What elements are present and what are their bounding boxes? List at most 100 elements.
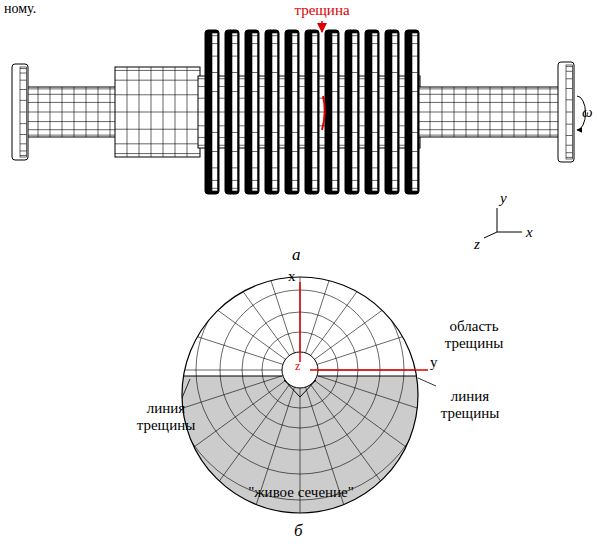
mesh-line <box>38 87 39 137</box>
mesh-line <box>312 72 318 73</box>
crack-pointer <box>321 21 323 32</box>
mesh-line <box>50 87 51 137</box>
disc-face <box>392 33 398 191</box>
crack-line <box>183 375 282 376</box>
disc-face <box>292 33 298 191</box>
mesh-line <box>212 180 218 181</box>
mesh-line <box>312 43 318 44</box>
mesh-line <box>26 121 118 122</box>
axis-triad <box>484 208 522 238</box>
mesh-line <box>252 112 258 113</box>
mesh-line <box>272 167 278 168</box>
subfigure-label: а <box>292 246 301 265</box>
mesh-line <box>212 43 218 44</box>
mesh-line <box>98 87 99 137</box>
mesh-line <box>252 35 258 36</box>
disc <box>325 30 339 194</box>
mesh-line <box>20 68 26 69</box>
mesh-line <box>550 87 551 137</box>
mesh-line <box>312 132 318 133</box>
mesh-line <box>412 151 418 152</box>
mesh-line <box>232 151 238 152</box>
mesh-line <box>20 150 26 151</box>
mesh-line <box>163 67 164 157</box>
mesh-line <box>566 99 572 100</box>
mesh-line <box>272 72 278 73</box>
mesh-line <box>312 91 318 92</box>
mesh-line <box>566 124 572 125</box>
mesh-line <box>392 91 398 92</box>
mesh-line <box>212 188 218 189</box>
mesh-line <box>292 72 298 73</box>
disc <box>285 30 299 194</box>
disc <box>305 30 319 194</box>
disc-face <box>20 67 26 157</box>
mesh-line <box>352 151 358 152</box>
mesh-line <box>212 91 218 92</box>
mesh-line <box>332 56 338 57</box>
mesh-line <box>20 112 26 113</box>
mesh-line <box>212 132 218 133</box>
mesh-line <box>272 43 278 44</box>
rotor-mesh <box>12 21 586 194</box>
disc-face <box>312 33 318 191</box>
shaft-segment <box>26 87 118 137</box>
mesh-line <box>312 112 318 113</box>
mesh-line <box>232 188 238 189</box>
mesh-line <box>62 87 63 137</box>
mesh-line <box>352 91 358 92</box>
mesh-line <box>74 87 75 137</box>
axis-line <box>310 369 428 371</box>
disc-face <box>412 33 418 191</box>
mesh-line <box>566 88 572 89</box>
mesh-line <box>292 188 298 189</box>
shaft-segment <box>115 67 200 157</box>
mesh-line <box>127 67 128 157</box>
mesh-line <box>187 67 188 157</box>
mesh-line <box>292 112 298 113</box>
mesh-line <box>20 123 26 124</box>
mesh-line <box>412 43 418 44</box>
mesh-line <box>232 91 238 92</box>
rotation-label: ω <box>582 104 593 121</box>
mesh-line <box>372 72 378 73</box>
crack-line-label: линия трещины <box>128 400 204 433</box>
disc-body <box>225 30 239 194</box>
mesh-line <box>352 167 358 168</box>
mesh-line <box>232 132 238 133</box>
mesh-line <box>312 56 318 57</box>
mesh-line <box>566 78 572 79</box>
disc-face <box>566 65 572 159</box>
mesh-line <box>566 152 572 153</box>
mesh-line <box>352 56 358 57</box>
cropped-text: ному. <box>4 1 36 16</box>
shaft-outline <box>418 87 562 137</box>
disc-face <box>232 33 238 191</box>
mesh-line <box>86 87 87 137</box>
crack-mark <box>322 96 325 130</box>
mesh-line <box>332 180 338 181</box>
mesh-line <box>430 87 431 137</box>
mesh-line <box>312 151 318 152</box>
mesh-line <box>292 132 298 133</box>
mesh-line <box>332 43 338 44</box>
mesh-line <box>292 167 298 168</box>
disc-face <box>252 33 258 191</box>
mesh-line <box>175 67 176 157</box>
mesh-line <box>332 112 338 113</box>
disc <box>245 30 259 194</box>
mesh-line <box>232 167 238 168</box>
mesh-line <box>212 112 218 113</box>
mesh-line <box>312 188 318 189</box>
mesh-line <box>392 43 398 44</box>
axis-label: z <box>474 236 480 253</box>
mesh-line <box>292 43 298 44</box>
mesh-line <box>252 72 258 73</box>
mesh-line <box>292 91 298 92</box>
mesh-line <box>232 35 238 36</box>
mesh-line <box>20 73 26 74</box>
mesh-line <box>392 167 398 168</box>
disc-body <box>385 30 399 194</box>
mesh-line <box>392 151 398 152</box>
mesh-line <box>412 132 418 133</box>
